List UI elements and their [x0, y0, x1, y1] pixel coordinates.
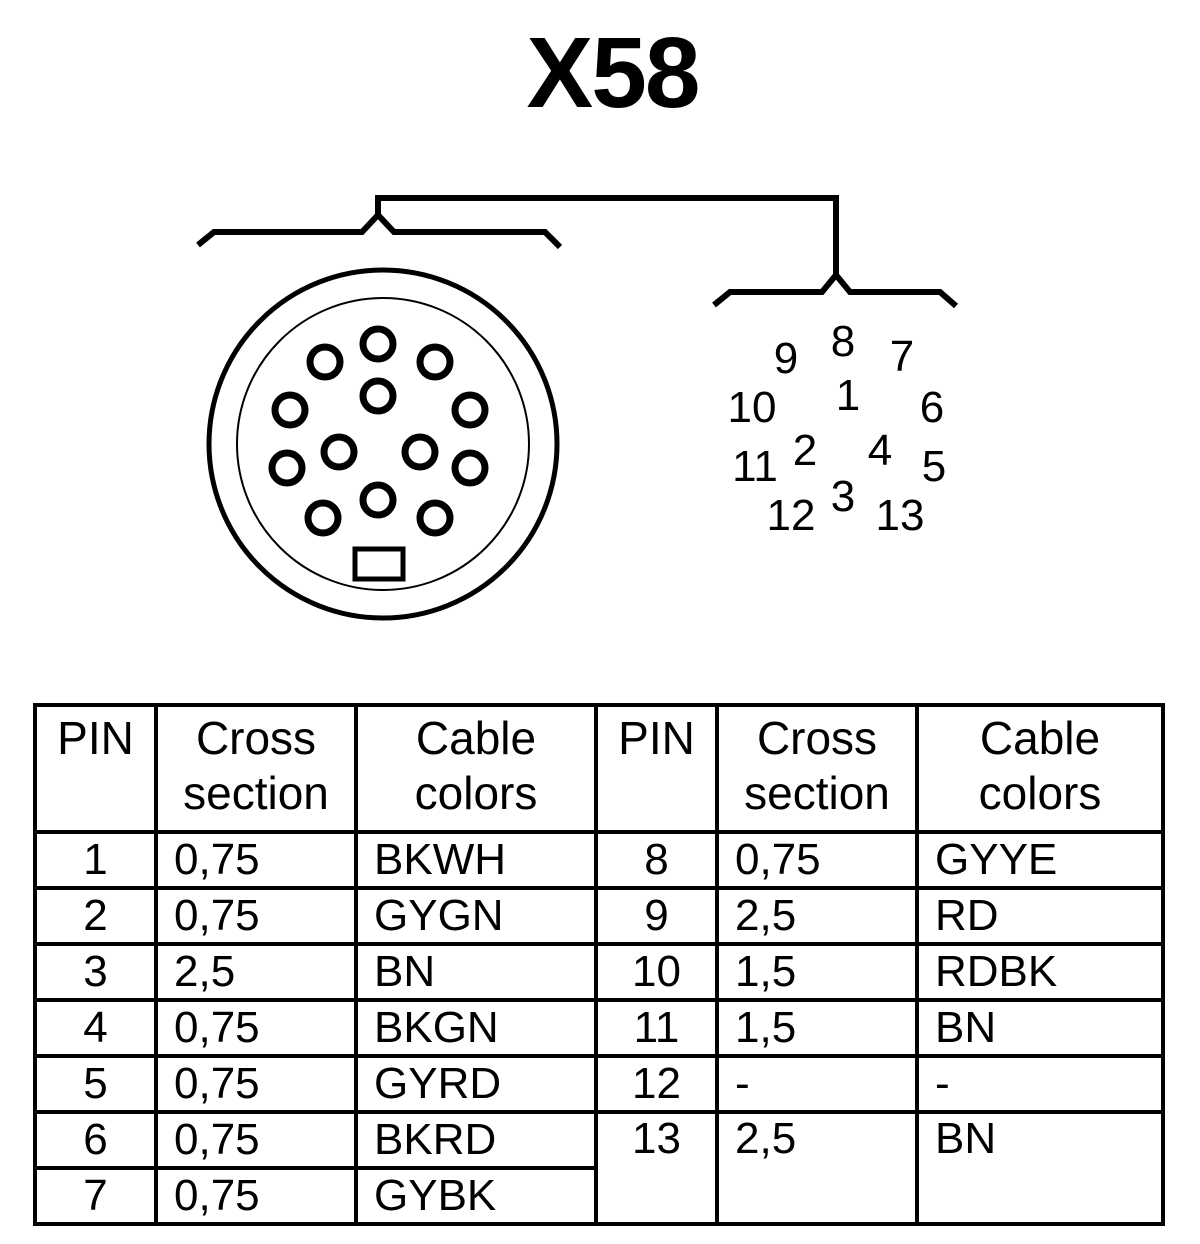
pin-cell: 3 — [33, 942, 158, 1002]
numbering-bracket — [712, 270, 958, 309]
table-row: 3 2,5 BN 10 1,5 RDBK — [33, 942, 1165, 1002]
pin-hole — [451, 449, 489, 487]
cable-color-cell: BKWH — [354, 830, 598, 890]
pin-cell: 6 — [33, 1110, 158, 1170]
pin-cell: 10 — [594, 942, 719, 1002]
pin-cell: 2 — [33, 886, 158, 946]
cable-color-cell: - — [915, 1054, 1165, 1114]
table-row: 4 0,75 BKGN 11 1,5 BN — [33, 998, 1165, 1058]
connecting-line — [375, 195, 839, 275]
cross-section-cell: 0,75 — [715, 830, 919, 890]
pin-cell: 7 — [33, 1166, 158, 1226]
cross-section-cell: 2,5 — [715, 1110, 919, 1226]
face-bracket — [196, 210, 563, 250]
pin-hole — [416, 343, 454, 381]
pin-hole — [359, 481, 397, 519]
cross-section-cell: 0,75 — [154, 886, 358, 946]
cable-color-cell: GYRD — [354, 1054, 598, 1114]
cable-color-cell: BKGN — [354, 998, 598, 1058]
diagram-title: X58 — [526, 17, 701, 129]
cable-color-cell: RDBK — [915, 942, 1165, 1002]
cable-color-cell: GYGN — [354, 886, 598, 946]
cable-color-cell: BN — [915, 998, 1165, 1058]
pin-hole — [271, 391, 309, 429]
header-pin: PIN — [33, 703, 158, 834]
pin-number-label: 7 — [890, 332, 914, 381]
connector-inner-ring — [236, 297, 530, 591]
cross-section-cell: - — [715, 1054, 919, 1114]
pin-number-label: 2 — [793, 426, 817, 475]
pin-cell: 1 — [33, 830, 158, 890]
cable-color-cell: BKRD — [354, 1110, 598, 1170]
connector-diagram: 1 2 3 4 5 6 7 8 9 10 11 12 13 — [196, 195, 958, 621]
cross-section-cell: 0,75 — [154, 1110, 358, 1170]
table-row: 7 0,75 GYBK — [33, 1166, 1163, 1226]
pin-hole — [306, 343, 344, 381]
pin-number-label: 13 — [876, 491, 925, 540]
cable-color-cell: RD — [915, 886, 1165, 946]
cross-section-cell: 1,5 — [715, 998, 919, 1058]
cable-color-cell: BN — [354, 942, 598, 1002]
connector-outer-ring — [206, 267, 560, 621]
table-row: 6 0,75 BKRD 13 2,5 BN — [33, 1110, 1165, 1226]
pin-hole — [359, 377, 397, 415]
cable-color-cell: GYBK — [354, 1166, 598, 1226]
pin-hole — [359, 325, 397, 363]
cross-section-cell: 0,75 — [154, 830, 358, 890]
header-pin: PIN — [594, 703, 719, 834]
pin-number-label: 6 — [920, 383, 944, 432]
pin-cell: 8 — [594, 830, 719, 890]
cross-section-cell: 1,5 — [715, 942, 919, 1002]
pin-number-label: 8 — [831, 317, 855, 366]
connector-pins — [268, 325, 489, 537]
pin-cell: 4 — [33, 998, 158, 1058]
cross-section-cell: 0,75 — [154, 998, 358, 1058]
pin-hole — [304, 499, 342, 537]
pin-number-label: 1 — [836, 371, 860, 420]
cross-section-cell: 0,75 — [154, 1166, 358, 1226]
pin-cell: 13 — [594, 1110, 719, 1226]
pin-cell: 5 — [33, 1054, 158, 1114]
pin-hole — [268, 449, 306, 487]
pin-number-label: 11 — [732, 442, 778, 491]
pin-number-label: 12 — [767, 491, 816, 540]
table-row: 5 0,75 GYRD 12 - - — [33, 1054, 1165, 1114]
connector-key — [352, 546, 406, 582]
table-row: 2 0,75 GYGN 9 2,5 RD — [33, 886, 1165, 946]
cross-section-cell: 0,75 — [154, 1054, 358, 1114]
pin-number-label: 9 — [774, 334, 798, 383]
table-row: 1 0,75 BKWH 8 0,75 GYYE — [33, 830, 1165, 890]
pin-number-label: 5 — [922, 442, 946, 491]
pin-hole — [401, 433, 439, 471]
pin-cell: 11 — [594, 998, 719, 1058]
cable-color-cell: GYYE — [915, 830, 1165, 890]
pin-hole — [451, 391, 489, 429]
cable-color-cell: BN — [915, 1110, 1165, 1226]
pin-hole — [320, 433, 358, 471]
pin-number-label: 4 — [868, 426, 892, 475]
pin-cell: 12 — [594, 1054, 719, 1114]
pin-cell: 9 — [594, 886, 719, 946]
cross-section-cell: 2,5 — [154, 942, 358, 1002]
pin-number-label: 10 — [728, 383, 777, 432]
cross-section-cell: 2,5 — [715, 886, 919, 946]
pin-hole — [416, 499, 454, 537]
pin-number-label: 3 — [831, 472, 855, 521]
pin-numbering: 1 2 3 4 5 6 7 8 9 10 11 12 13 — [728, 317, 947, 540]
